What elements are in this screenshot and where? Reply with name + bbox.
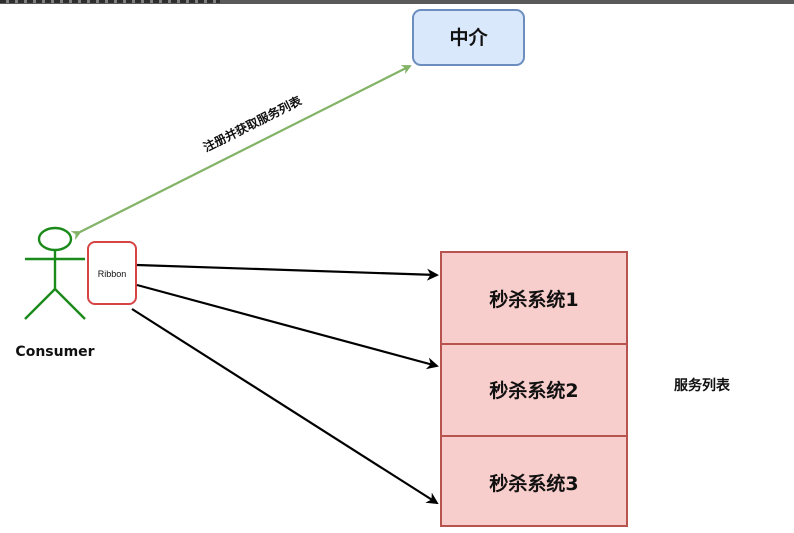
service-label-1: 秒杀系统1 — [489, 288, 578, 311]
service-node-1[interactable]: 秒杀系统1 — [440, 251, 628, 345]
mediator-node[interactable]: 中介 — [412, 9, 525, 66]
register-edge — [70, 65, 412, 241]
call-edge-service-1 — [136, 263, 439, 281]
consumer-actor-icon[interactable] — [24, 226, 86, 320]
window-top-border — [0, 0, 794, 4]
ribbon-node[interactable]: Ribbon — [87, 241, 137, 305]
ribbon-label: Ribbon — [98, 269, 127, 279]
window-title-strip — [0, 0, 220, 3]
service-node-2[interactable]: 秒杀系统2 — [440, 343, 628, 437]
call-edge-service-2 — [136, 283, 439, 370]
service-list-label: 服务列表 — [674, 377, 731, 394]
service-label-2: 秒杀系统2 — [489, 379, 578, 402]
call-edge-service-3 — [131, 308, 439, 505]
mediator-label: 中介 — [449, 26, 488, 49]
service-label-3: 秒杀系统3 — [489, 472, 578, 495]
consumer-label: Consumer — [15, 344, 94, 360]
service-node-3[interactable]: 秒杀系统3 — [440, 435, 628, 527]
